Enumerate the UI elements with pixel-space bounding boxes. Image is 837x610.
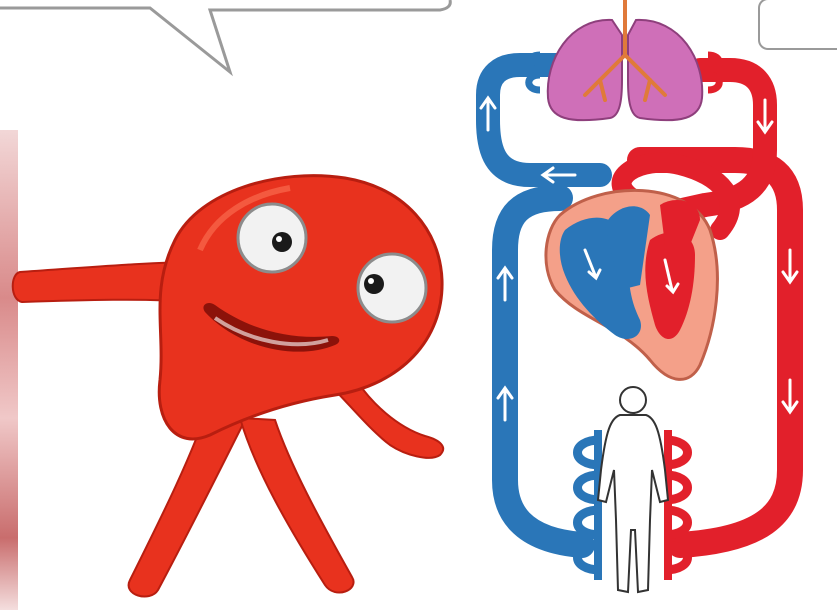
circulatory-system-diagram xyxy=(481,0,797,592)
blood-cell-character-icon xyxy=(13,176,443,597)
human-body-icon xyxy=(598,387,668,592)
heart-icon xyxy=(546,190,717,379)
lungs-icon xyxy=(548,0,702,120)
speech-bubble-icon xyxy=(0,0,450,72)
left-eye xyxy=(238,204,306,272)
right-eye xyxy=(358,254,426,322)
right-leg xyxy=(240,418,354,593)
